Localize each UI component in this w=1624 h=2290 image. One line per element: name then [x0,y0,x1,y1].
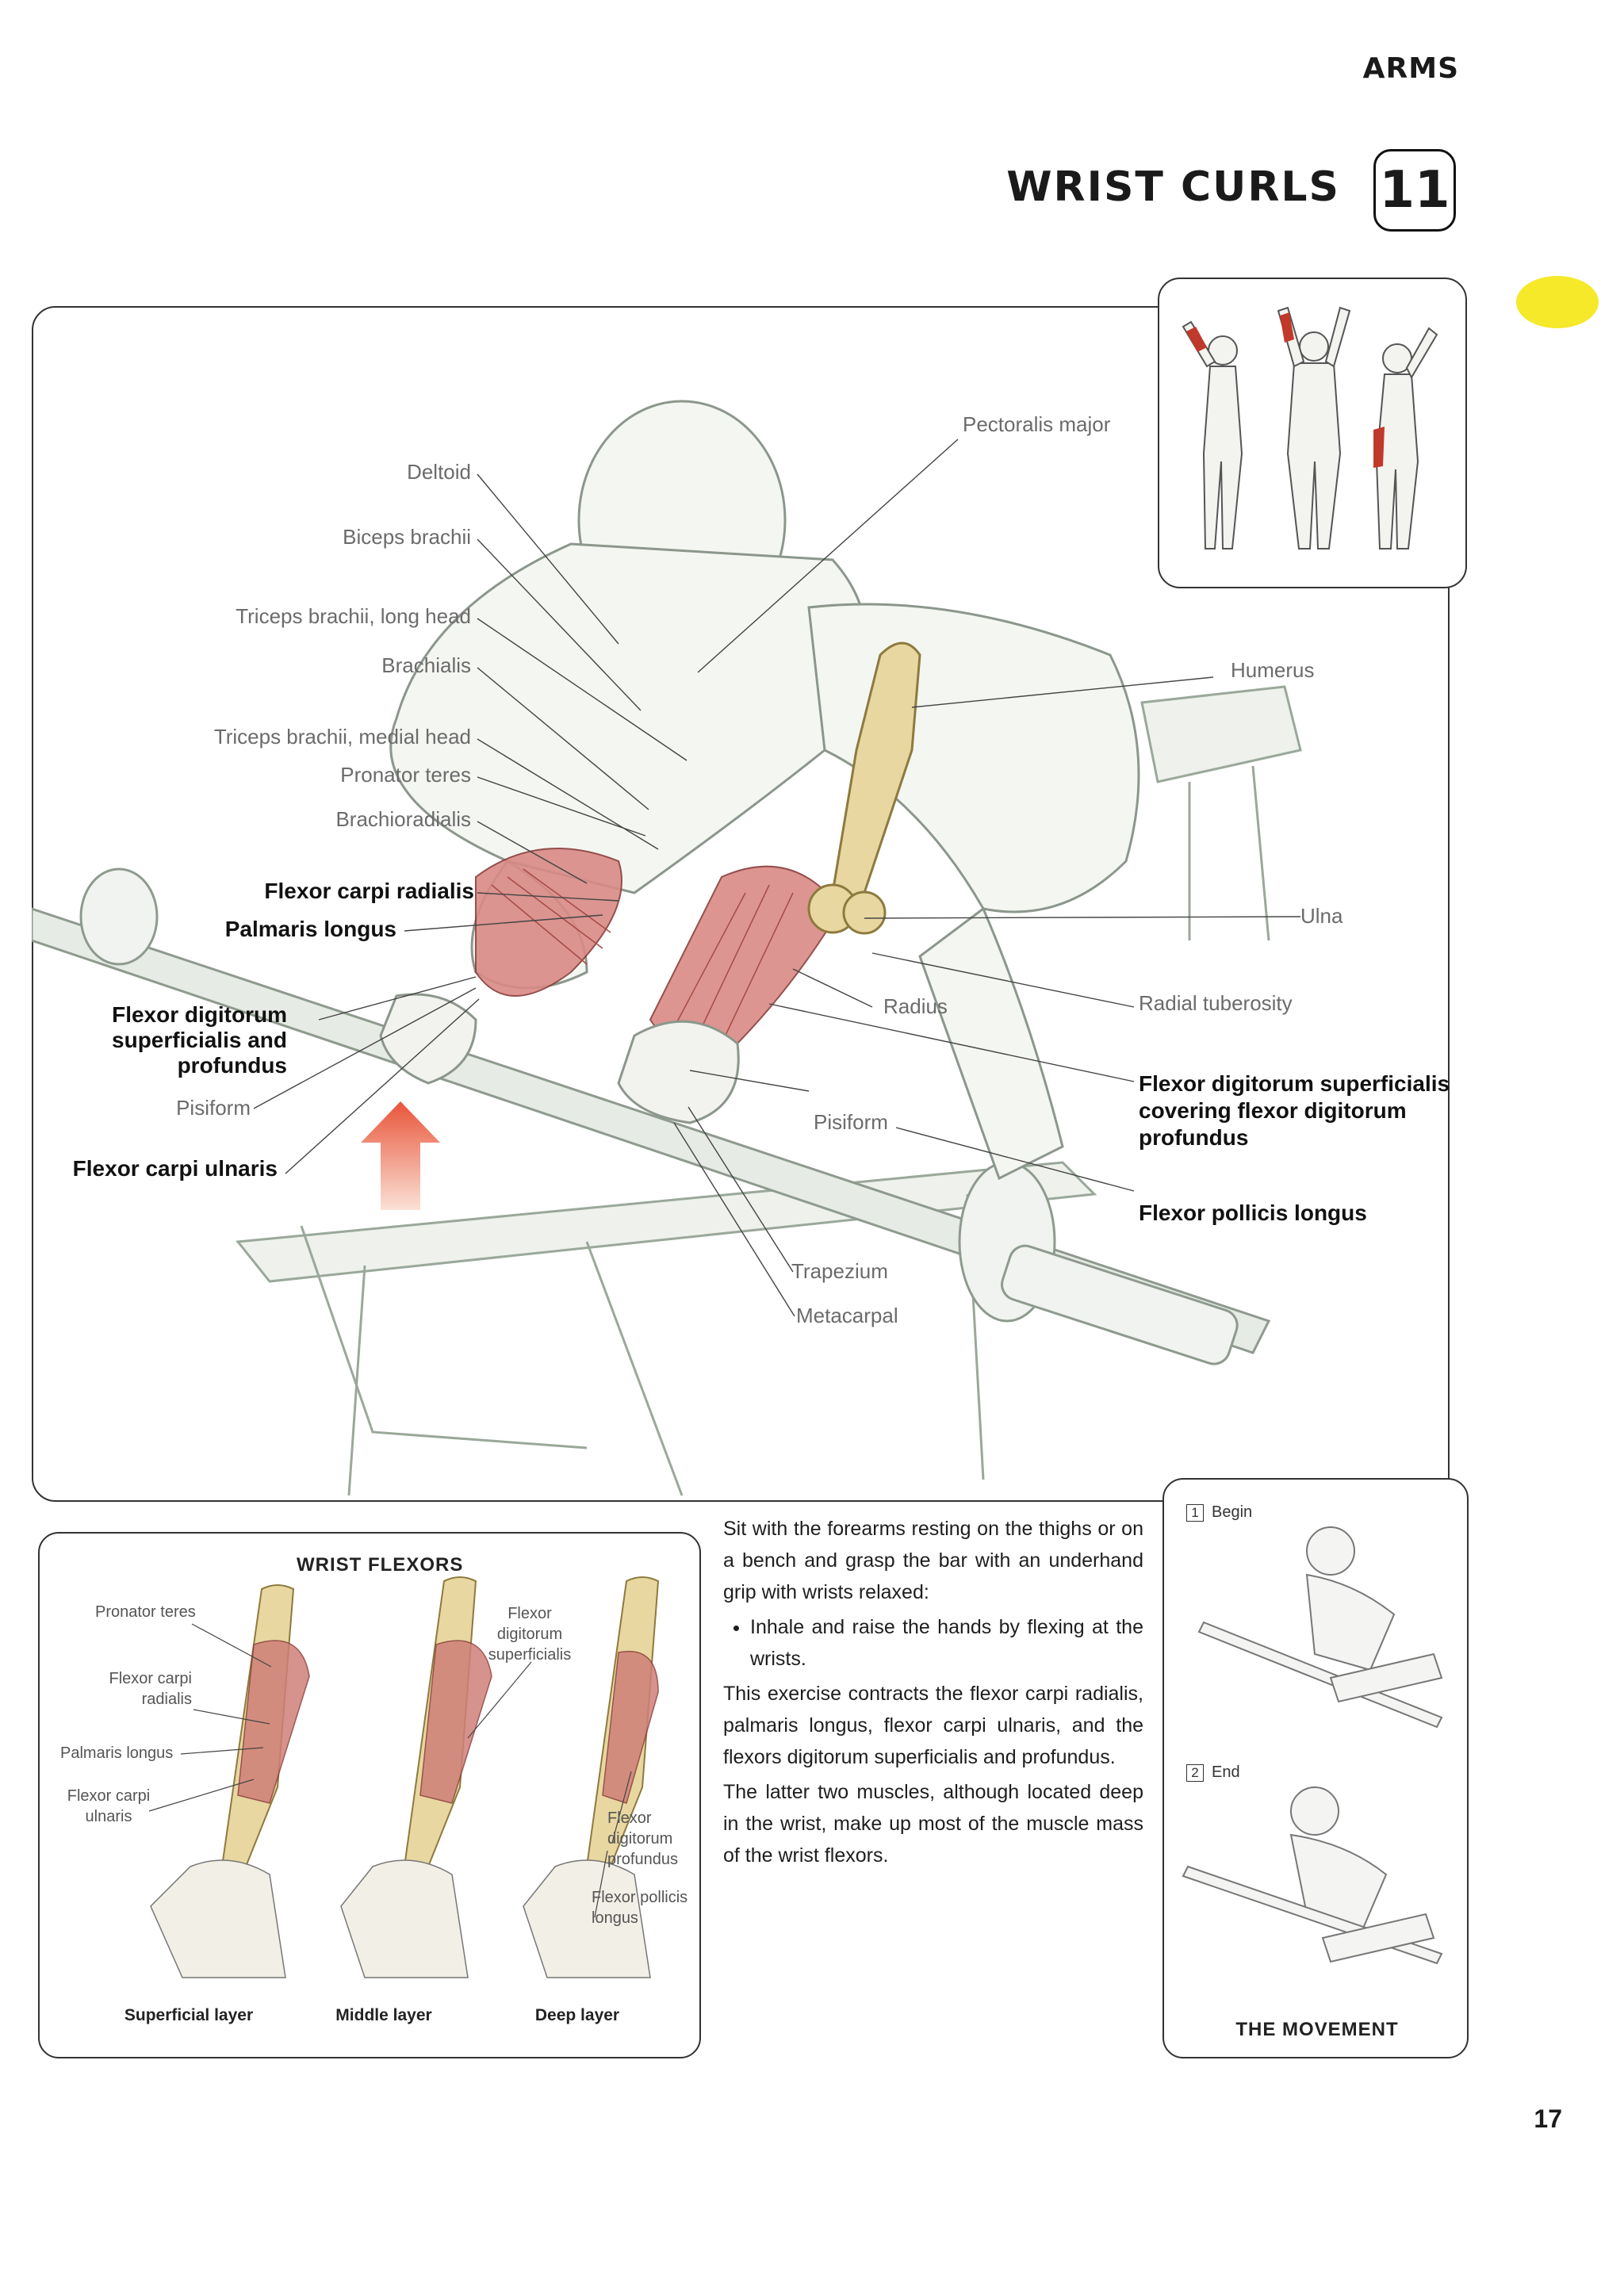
wf-label-fpl: Flexor pollicis longus [592,1887,688,1928]
section-title: ARMS [1362,52,1459,85]
step-end-number: 2 [1186,1763,1204,1782]
label-flexor-digitorum-left: Flexor digitorum superficialis and profu… [79,1002,287,1078]
wf-label-fdp-line3: profundus [607,1851,678,1868]
wrist-flexors-panel: WRIST FLEXORS Pronator teres Flex [38,1532,701,2058]
lift-direction-arrow [361,1101,440,1210]
label-fds-line1: Flexor digitorum [112,1002,287,1027]
label-humerus: Humerus [1231,658,1315,682]
wf-label-fds: Flexor digitorum superficialis [481,1603,579,1665]
description-note: The latter two muscles, although located… [723,1781,1143,1867]
label-radius: Radius [883,994,948,1018]
wf-label-fpl-line1: Flexor pollicis [592,1889,688,1906]
step-end-label: End [1212,1763,1240,1781]
wf-label-fds-line3: superficialis [488,1646,572,1664]
step-begin: 1 Begin [1186,1503,1252,1522]
wf-label-fcr-line1: Flexor carpi [109,1670,192,1687]
label-ulna: Ulna [1300,904,1343,928]
wf-label-fds-line1: Flexor [508,1605,552,1622]
layer-caption-superficial: Superficial layer [124,2006,254,2024]
wf-label-fcu: Flexor carpi ulnaris [60,1786,157,1827]
description-intro: Sit with the forearms resting on the thi… [723,1518,1143,1603]
label-radial-tuberosity: Radial tuberosity [1139,991,1293,1015]
label-metacarpal: Metacarpal [796,1304,898,1327]
wf-label-fcu-line2: ulnaris [85,1808,132,1825]
wf-label-fcr-line2: radialis [141,1691,192,1708]
wrist-flexors-illustrations [148,1576,660,1978]
label-fds-cover-line1: Flexor digitorum superficialis [1139,1071,1450,1096]
label-fds-cover-line2: covering flexor digitorum [1139,1098,1407,1123]
step-begin-label: Begin [1212,1503,1253,1521]
wf-label-fcr: Flexor carpi radialis [105,1668,192,1710]
exercise-title: WRIST CURLS [1006,163,1340,211]
end-position-sketch [1182,1786,1443,1965]
step-begin-number: 1 [1186,1503,1204,1522]
label-flexor-digitorum-right: Flexor digitorum superficialis covering … [1139,1070,1450,1151]
label-deltoid: Deltoid [407,460,471,484]
movement-title: THE MOVEMENT [1235,2019,1399,2040]
chapter-tab-marker [1516,276,1599,328]
label-flexor-carpi-radialis: Flexor carpi radialis [264,879,474,903]
label-palmaris-longus: Palmaris longus [224,917,396,941]
label-flexor-carpi-ulnaris: Flexor carpi ulnaris [72,1156,278,1181]
label-biceps-brachii: Biceps brachii [343,525,471,549]
label-pisiform-right: Pisiform [814,1110,888,1134]
muscle-map-thumbnail [1158,278,1467,588]
label-triceps-medial-head: Triceps brachii, medial head [213,725,471,749]
label-brachialis: Brachialis [381,653,471,677]
label-trapezium: Trapezium [791,1259,888,1283]
description-bullet: Inhale and raise the hands by flexing at… [750,1611,1143,1675]
label-triceps-long-head: Triceps brachii, long head [236,604,471,628]
page-number: 17 [1534,2104,1562,2133]
description-muscles: This exercise contracts the flexor carpi… [723,1683,1143,1768]
label-brachioradialis: Brachioradialis [335,807,471,831]
exercise-description: Sit with the forearms resting on the thi… [723,1513,1143,1875]
wf-label-fdp-line1: Flexor [607,1809,652,1827]
wrist-flexors-title: WRIST FLEXORS [297,1554,464,1576]
exercise-number-badge: 11 [1373,149,1456,232]
label-pisiform-left: Pisiform [176,1096,251,1120]
wf-label-pronator-teres: Pronator teres [95,1603,196,1621]
wf-label-fcu-line1: Flexor carpi [67,1787,151,1805]
layer-caption-middle: Middle layer [335,2006,432,2024]
label-fds-cover-line3: profundus [1139,1125,1249,1150]
layer-caption-deep: Deep layer [534,2006,620,2024]
wf-label-fdp-line2: digitorum [607,1830,673,1848]
label-pronator-teres: Pronator teres [340,763,471,787]
wf-label-fds-line2: digitorum [496,1626,563,1643]
label-pectoralis-major: Pectoralis major [963,412,1111,436]
movement-panel: 1 Begin 2 End THE MOVEMENT [1162,1478,1469,2058]
label-fds-line2: superficialis and [112,1028,287,1052]
step-end: 2 End [1186,1763,1240,1782]
muscle-map-figures [1182,306,1438,550]
wf-label-fdp: Flexor digitorum profundus [607,1808,678,1870]
wf-label-palmaris-longus: Palmaris longus [60,1744,174,1762]
label-fds-line3: profundus [177,1053,287,1078]
begin-position-sketch [1197,1526,1443,1729]
label-flexor-pollicis-longus: Flexor pollicis longus [1139,1201,1367,1225]
main-anatomy-illustration [32,400,1302,1496]
wf-label-fpl-line2: longus [592,1909,638,1927]
description-bullets: Inhale and raise the hands by flexing at… [723,1611,1143,1675]
